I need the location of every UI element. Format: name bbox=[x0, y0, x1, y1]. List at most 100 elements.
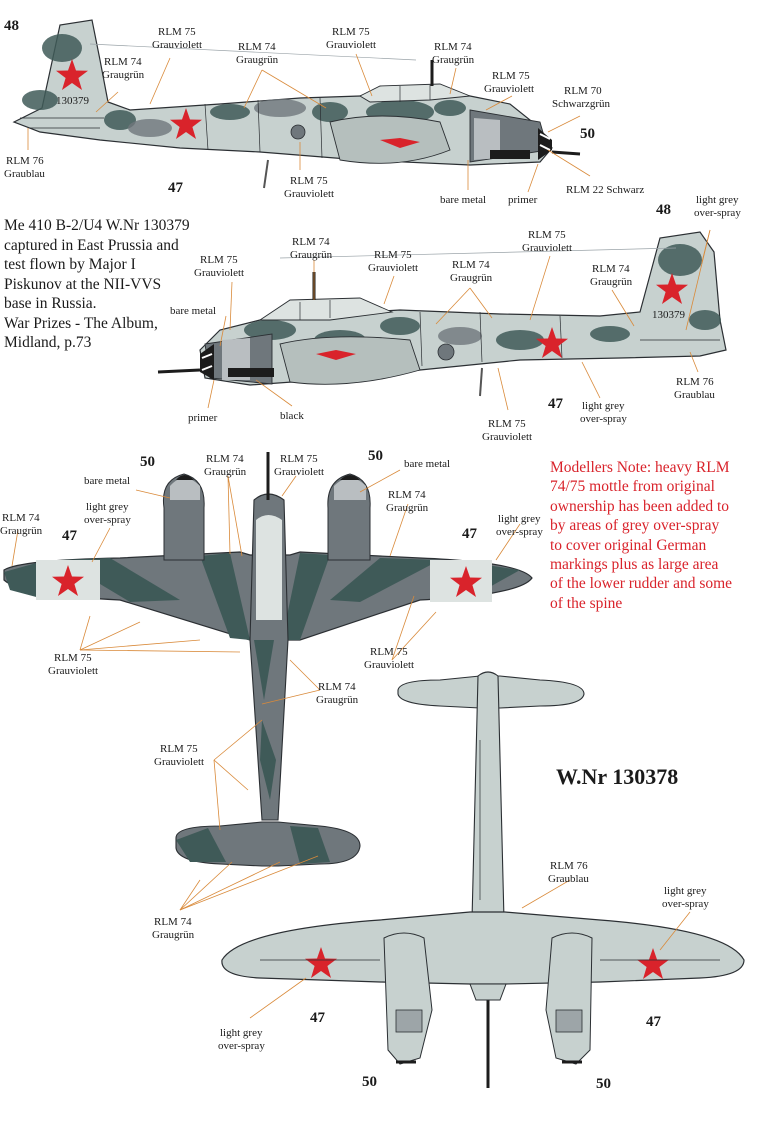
label-rlm22: RLM 22 Schwarz bbox=[566, 184, 644, 196]
label-bare-metal: bare metal bbox=[170, 305, 216, 317]
label-light-grey: light grey bbox=[664, 885, 707, 897]
label-bare-metal: bare metal bbox=[440, 194, 486, 206]
label-grauviolett: Grauviolett bbox=[48, 665, 98, 677]
profile-right-view: 130379 bbox=[157, 231, 727, 397]
label-grauviolett: Grauviolett bbox=[194, 267, 244, 279]
number-50-top-right: 50 bbox=[368, 448, 383, 464]
label-rlm74: RLM 74 bbox=[592, 263, 630, 275]
profile-left-view: 130379 bbox=[12, 19, 581, 189]
note-line: markings plus as large area bbox=[550, 556, 719, 574]
label-rlm76: RLM 76 bbox=[550, 860, 588, 872]
label-primer: primer bbox=[188, 412, 218, 424]
caption-line: test flown by Major I bbox=[4, 256, 136, 273]
label-rlm74: RLM 74 bbox=[388, 489, 426, 501]
note-line: 74/75 mottle from original bbox=[550, 478, 715, 496]
note-line: by areas of grey over-spray bbox=[550, 517, 720, 535]
label-schwarzgruen: Schwarzgrün bbox=[552, 98, 611, 110]
label-black: black bbox=[280, 410, 304, 422]
note-line: of the spine bbox=[550, 594, 623, 612]
label-grauviolett: Grauviolett bbox=[368, 262, 418, 274]
aircraft-caption: Me 410 B-2/U4 W.Nr 130379 captured in Ea… bbox=[4, 216, 200, 353]
werknummer-title: W.Nr 130378 bbox=[556, 764, 679, 789]
label-rlm75: RLM 75 bbox=[374, 249, 412, 261]
note-line: ownership has been added to bbox=[550, 497, 730, 515]
caption-line: Piskunov at the NII-VVS bbox=[4, 275, 162, 293]
label-rlm74: RLM 74 bbox=[2, 512, 40, 524]
label-graugruen: Graugrün bbox=[316, 694, 359, 706]
label-light-grey: light grey bbox=[582, 400, 625, 412]
label-graublau: Graublau bbox=[674, 389, 715, 401]
note-line: to cover original German bbox=[550, 536, 707, 554]
label-graublau: Graublau bbox=[4, 168, 45, 180]
caption-line: Me 410 B-2/U4 W.Nr 130379 bbox=[4, 217, 190, 234]
label-rlm74: RLM 74 bbox=[104, 56, 142, 68]
number-48-left: 48 bbox=[4, 18, 19, 34]
caption-line: Midland, p.73 bbox=[4, 334, 92, 351]
label-rlm75: RLM 75 bbox=[200, 254, 238, 266]
label-grauviolett: Grauviolett bbox=[284, 188, 334, 200]
label-graublau: Graublau bbox=[548, 873, 589, 885]
number-47-under-left: 47 bbox=[310, 1010, 326, 1026]
label-primer: primer bbox=[508, 194, 538, 206]
label-light-grey: light grey bbox=[498, 513, 541, 525]
label-rlm75: RLM 75 bbox=[528, 229, 566, 241]
label-over-spray: over-spray bbox=[694, 207, 741, 219]
label-grauviolett: Grauviolett bbox=[274, 466, 324, 478]
label-rlm75: RLM 75 bbox=[332, 26, 370, 38]
label-graugruen: Graugrün bbox=[290, 249, 333, 261]
label-rlm70: RLM 70 bbox=[564, 85, 602, 97]
label-rlm74: RLM 74 bbox=[238, 41, 276, 53]
decal-numbers: 48 47 50 48 47 50 50 47 47 47 47 50 50 bbox=[4, 18, 671, 1092]
label-grauviolett: Grauviolett bbox=[152, 39, 202, 51]
number-47-right: 47 bbox=[548, 396, 564, 412]
bottom-view bbox=[221, 671, 745, 1088]
label-rlm75: RLM 75 bbox=[160, 743, 198, 755]
label-graugruen: Graugrün bbox=[236, 54, 279, 66]
label-bare-metal: bare metal bbox=[84, 475, 130, 487]
label-rlm74: RLM 74 bbox=[206, 453, 244, 465]
number-50-left: 50 bbox=[580, 126, 595, 142]
caption-line: War Prizes - The Album, bbox=[4, 314, 158, 332]
fin-serial-right: 130379 bbox=[652, 309, 686, 321]
number-47-under-right: 47 bbox=[646, 1014, 662, 1030]
label-graugruen: Graugrün bbox=[152, 929, 195, 941]
label-graugruen: Graugrün bbox=[0, 525, 43, 537]
number-50-top-left: 50 bbox=[140, 454, 155, 470]
note-line: of the lower rudder and some bbox=[550, 575, 733, 593]
label-graugruen: Graugrün bbox=[590, 276, 633, 288]
label-graugruen: Graugrün bbox=[204, 466, 247, 478]
label-rlm75: RLM 75 bbox=[290, 175, 328, 187]
label-rlm75: RLM 75 bbox=[280, 453, 318, 465]
label-rlm74: RLM 74 bbox=[318, 681, 356, 693]
label-grauviolett: Grauviolett bbox=[364, 659, 414, 671]
label-grauviolett: Grauviolett bbox=[522, 242, 572, 254]
label-rlm76: RLM 76 bbox=[6, 155, 44, 167]
label-grauviolett: Grauviolett bbox=[326, 39, 376, 51]
note-line: Modellers Note: heavy RLM bbox=[550, 459, 730, 476]
number-47-top-right: 47 bbox=[462, 526, 478, 542]
label-grauviolett: Grauviolett bbox=[484, 83, 534, 95]
colour-labels: RLM 75 Grauviolett RLM 74 Graugrün RLM 7… bbox=[0, 26, 741, 1052]
label-grauviolett: Grauviolett bbox=[482, 431, 532, 443]
label-light-grey: light grey bbox=[696, 194, 739, 206]
modellers-note: Modellers Note: heavy RLM 74/75 mottle f… bbox=[550, 458, 762, 613]
top-view bbox=[3, 452, 533, 867]
number-50-under-left: 50 bbox=[362, 1074, 377, 1090]
label-over-spray: over-spray bbox=[84, 514, 131, 526]
number-47-left: 47 bbox=[168, 180, 184, 196]
number-47-top-left: 47 bbox=[62, 528, 78, 544]
fin-serial-left: 130379 bbox=[56, 95, 90, 107]
label-rlm75: RLM 75 bbox=[492, 70, 530, 82]
label-light-grey: light grey bbox=[86, 501, 129, 513]
label-graugruen: Graugrün bbox=[102, 69, 145, 81]
label-rlm75: RLM 75 bbox=[158, 26, 196, 38]
label-grauviolett: Grauviolett bbox=[154, 756, 204, 768]
label-rlm74: RLM 74 bbox=[452, 259, 490, 271]
label-rlm74: RLM 74 bbox=[154, 916, 192, 928]
label-over-spray: over-spray bbox=[580, 413, 627, 425]
leader-lines bbox=[11, 43, 711, 1019]
label-over-spray: over-spray bbox=[496, 526, 543, 538]
caption-line: base in Russia. bbox=[4, 295, 97, 312]
label-graugruen: Graugrün bbox=[432, 54, 475, 66]
